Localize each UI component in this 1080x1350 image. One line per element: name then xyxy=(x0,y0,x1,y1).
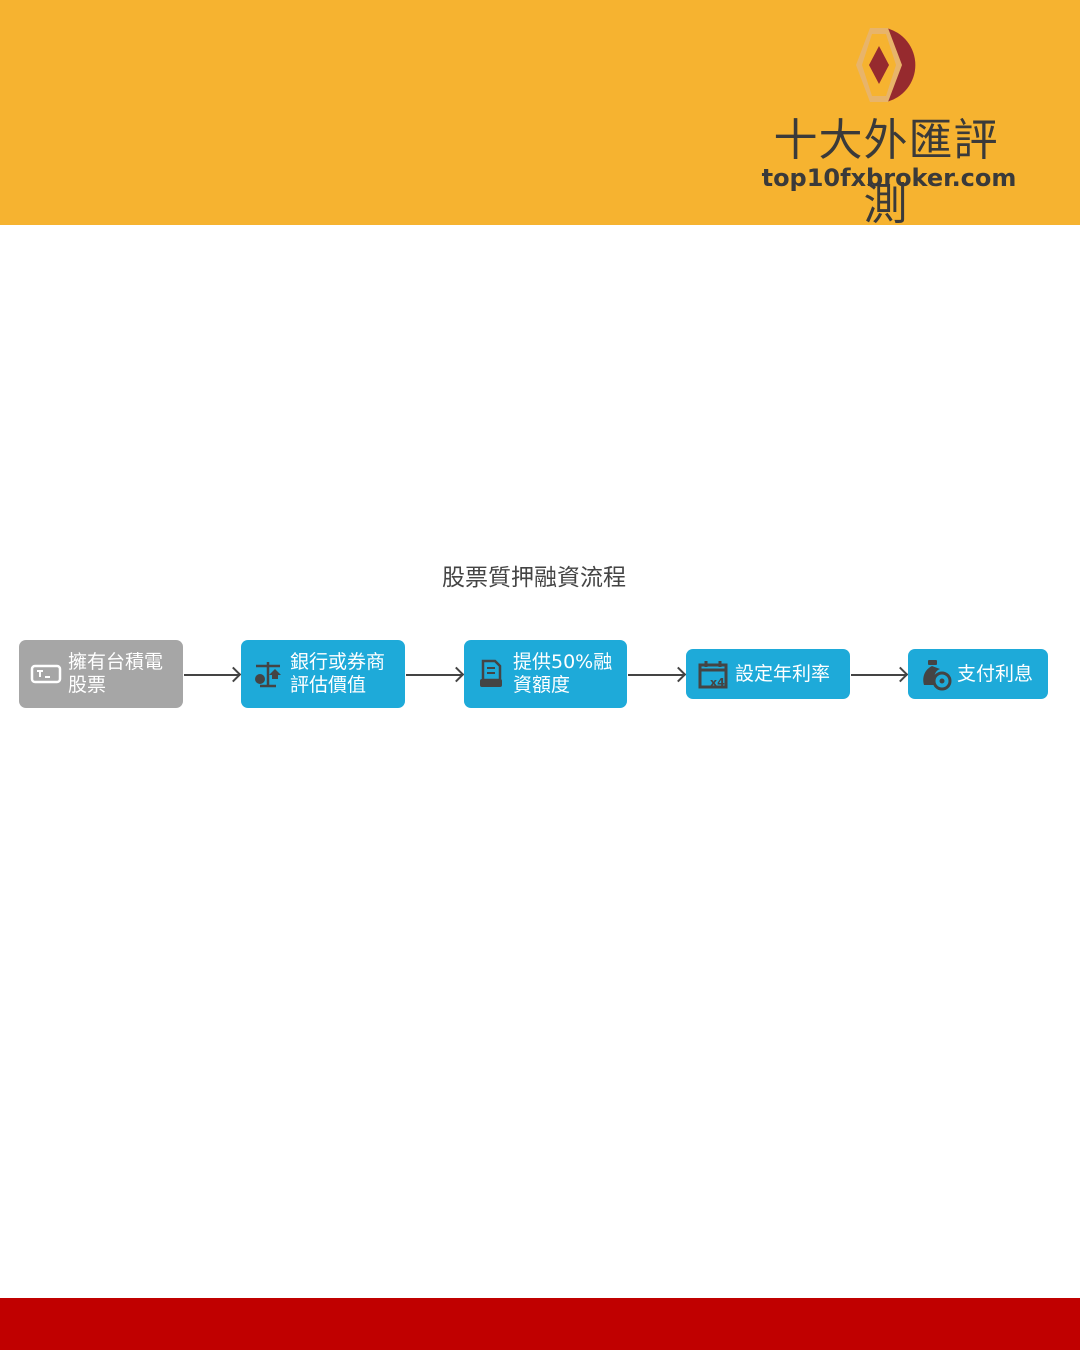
diagram-title: 股票質押融資流程 xyxy=(442,565,626,591)
brand-name: 十大外匯評測 xyxy=(773,115,999,230)
node-label: 評估價值 xyxy=(290,674,367,696)
node-pay-interest: 支付利息 xyxy=(908,649,1048,699)
money-bag-icon xyxy=(923,660,952,691)
node-label: 設定年利率 xyxy=(735,662,831,685)
arrow xyxy=(851,674,907,676)
node-loan: 提供50%融資額度 xyxy=(464,640,627,708)
arrow xyxy=(406,674,463,676)
scale-valuation-icon xyxy=(255,662,281,688)
footer-band xyxy=(0,1298,1080,1350)
node-own-stock: 擁有台積電股票 xyxy=(19,640,183,708)
node-label: 股票 xyxy=(68,674,107,696)
svg-text:x4: x4 xyxy=(710,676,725,689)
node-label: 支付利息 xyxy=(957,662,1034,685)
stock-terminal-icon xyxy=(30,664,62,684)
node-label: 提供50%融 xyxy=(513,651,613,673)
loan-document-icon xyxy=(480,659,502,687)
node-interest-rate: x4 設定年利率 xyxy=(686,649,850,699)
node-label: 銀行或券商 xyxy=(290,651,386,673)
arrow xyxy=(184,674,240,676)
brand-url: top10fxbroker.com xyxy=(761,164,1017,192)
node-label: 擁有台積電 xyxy=(68,651,164,673)
brand-logo xyxy=(856,28,916,102)
calendar-rate-icon: x4 xyxy=(698,661,728,689)
arrow xyxy=(628,674,685,676)
node-valuation: 銀行或券商評估價值 xyxy=(241,640,405,708)
node-label: 資額度 xyxy=(513,674,571,696)
